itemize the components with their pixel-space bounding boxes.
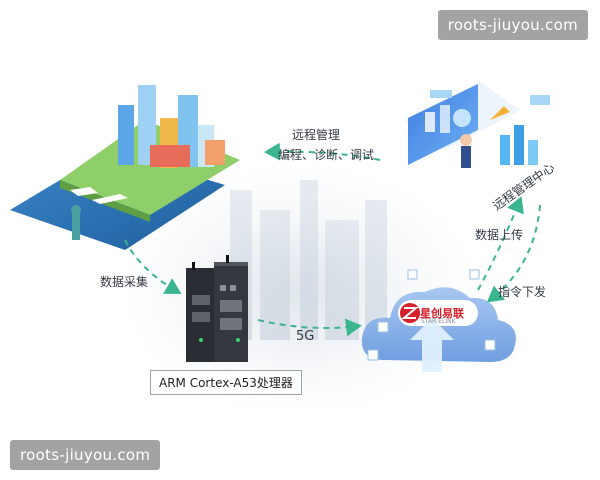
- router-device-icon: [186, 255, 248, 362]
- command-down-arrow: [486, 204, 541, 303]
- data-collect-arrow: [124, 239, 182, 295]
- background-building: [260, 210, 290, 340]
- city-illustration-icon: [10, 85, 240, 250]
- background-building: [365, 200, 387, 340]
- remote-manage-arrow: [264, 142, 381, 161]
- 5g-link-arrow: [257, 318, 362, 337]
- label-data-upload: 数据上传: [475, 228, 524, 242]
- logo-text: 星创易联: [420, 307, 464, 320]
- background-building: [300, 180, 318, 340]
- label-remote-manage: 远程管理: [292, 128, 341, 142]
- watermark-top: roots-jiuyou.com: [437, 10, 588, 40]
- cloud-platform-icon: [361, 269, 516, 372]
- logo-subtext: STAR-ELINK: [421, 318, 456, 325]
- label-command-down: 指令下发: [498, 285, 547, 299]
- device-caption: ARM Cortex-A53处理器: [150, 370, 302, 395]
- data-upload-arrow: [477, 196, 524, 291]
- watermark-bottom: roots-jiuyou.com: [10, 440, 161, 470]
- label-5g: 5G: [296, 329, 315, 344]
- monitoring-center-icon: [405, 82, 550, 168]
- label-remote-ops: 编程、诊断、调试: [278, 148, 375, 162]
- label-data-collect: 数据采集: [100, 275, 149, 289]
